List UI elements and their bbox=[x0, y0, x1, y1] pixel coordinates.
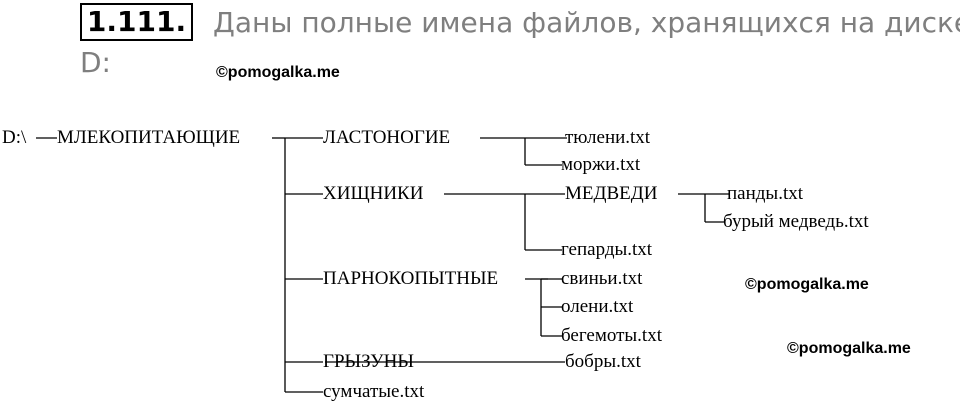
tree-file-cheetahs: гепарды.txt bbox=[561, 239, 653, 260]
tree-file-pigs: свиньи.txt bbox=[561, 268, 643, 289]
tree-folder-bears: МЕДВЕДИ bbox=[565, 183, 658, 204]
tree-file-walruses: моржи.txt bbox=[561, 154, 641, 175]
tree-folder-artiodactyls: ПАРНОКОПЫТНЫЕ bbox=[323, 268, 499, 289]
tree-root-drive: D:\ bbox=[2, 127, 27, 148]
task-text-line2: D: bbox=[80, 46, 111, 79]
tree-folder-mammals: МЛЕКОПИТАЮЩИЕ bbox=[57, 127, 241, 148]
tree-folder-rodents: ГРЫЗУНЫ bbox=[323, 351, 414, 372]
tree-file-deer: олени.txt bbox=[561, 296, 634, 317]
watermark: ©pomogalka.me bbox=[787, 340, 911, 357]
tree-folder-pinnipeds: ЛАСТОНОГИЕ bbox=[323, 127, 451, 148]
tree-file-marsupials: сумчатые.txt bbox=[323, 381, 425, 402]
watermark: ©pomogalka.me bbox=[216, 64, 340, 81]
tree-file-seals: тюлени.txt bbox=[565, 127, 651, 148]
watermark: ©pomogalka.me bbox=[745, 276, 869, 293]
tree-file-pandas: панды.txt bbox=[727, 183, 804, 204]
tree-file-hippos: бегемоты.txt bbox=[561, 325, 662, 346]
task-text-line1: Даны полные имена файлов, хранящихся на … bbox=[213, 6, 960, 39]
task-number-badge: 1.111. bbox=[80, 3, 193, 41]
tree-file-brown-bear: бурый медведь.txt bbox=[723, 211, 869, 232]
tree-folder-predators: ХИЩНИКИ bbox=[323, 183, 424, 204]
tree-file-beavers: бобры.txt bbox=[565, 351, 641, 372]
